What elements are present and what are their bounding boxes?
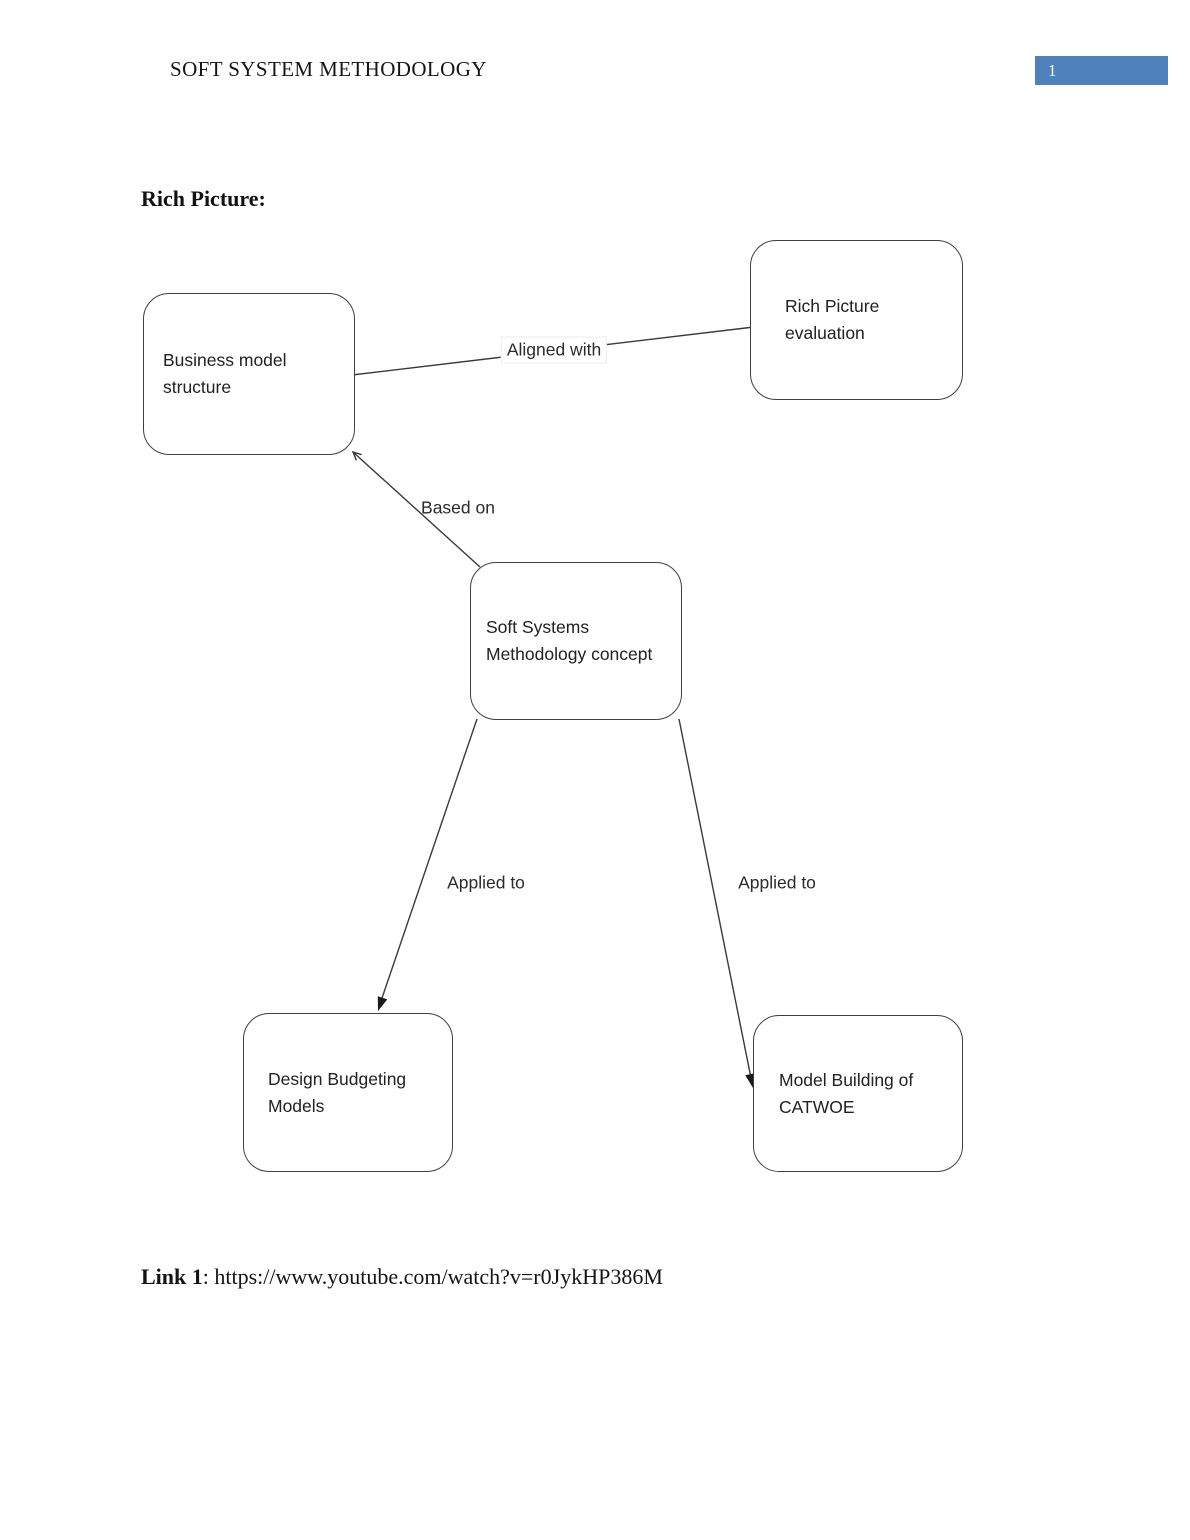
link-label: Link 1 (141, 1264, 203, 1289)
node-design-budgeting-models: Design Budgeting Models (243, 1013, 453, 1172)
link-url[interactable]: : https://www.youtube.com/watch?v=r0JykH… (202, 1264, 663, 1289)
node-label: Design Budgeting Models (268, 1068, 407, 1116)
node-label: Soft Systems Methodology concept (486, 617, 653, 664)
edge-label-aligned-with: Aligned with (500, 336, 608, 364)
edge-line-applied-to-left (380, 718, 478, 1002)
link-line: Link 1: https://www.youtube.com/watch?v=… (141, 1264, 663, 1290)
header-title: SOFT SYSTEM METHODOLOGY (170, 57, 487, 81)
edge-label-based-on: Based on (421, 497, 495, 518)
arrowhead-open-based-on (351, 450, 362, 461)
section-heading: Rich Picture: (141, 186, 266, 211)
page-number-badge: 1 (1035, 56, 1168, 85)
edge-line-based-on (352, 451, 481, 568)
node-label: Rich Picture evaluation (785, 296, 880, 343)
node-rich-picture-evaluation: Rich Picture evaluation (750, 240, 963, 400)
arrowhead-solid-design (377, 996, 388, 1011)
edge-label-applied-to-left: Applied to (447, 872, 525, 893)
edge-label-applied-to-right: Applied to (738, 872, 816, 893)
node-soft-systems-methodology-concept: Soft Systems Methodology concept (470, 562, 682, 720)
node-label: Business model structure (163, 350, 287, 397)
node-business-model-structure: Business model structure (143, 293, 355, 455)
node-model-building-of-catwoe: Model Building of CATWOE (753, 1015, 963, 1172)
edge-line-applied-to-right (678, 718, 752, 1079)
page-number: 1 (1048, 60, 1057, 80)
node-label: Model Building of CATWOE (779, 1069, 914, 1117)
arrowhead-solid-catwoe (745, 1073, 756, 1088)
